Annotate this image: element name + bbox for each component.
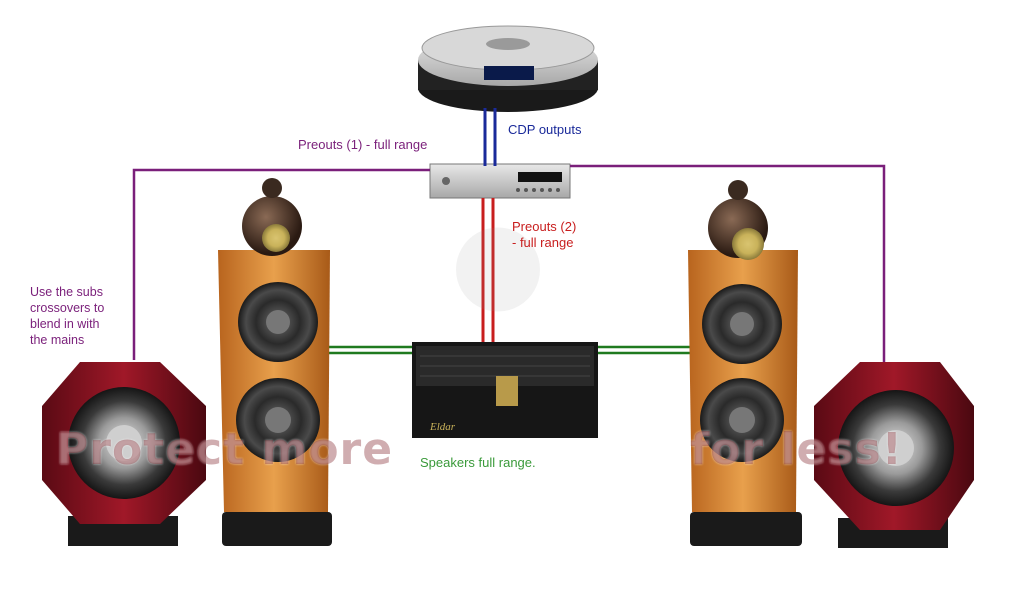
preouts-1-label: Preouts (1) - full range [298,137,428,152]
preout-2-cable [481,198,495,342]
cd-player [418,25,598,112]
left-main-speaker [218,178,332,546]
right-subwoofer [814,362,974,548]
cd-display [484,66,534,80]
preamp [429,163,571,199]
speaker-cable [328,345,690,355]
preout-1-cable [132,164,886,362]
cdp-cable [483,108,497,166]
left-subwoofer [42,362,206,546]
right-main-speaker [688,180,802,546]
speakers-full-range-label: Speakers full range. [420,455,536,470]
cdp-outputs-label: CDP outputs [508,122,582,137]
power-amp: Eldar [412,342,598,438]
preouts-2-label: Preouts (2) - full range [512,219,577,250]
subs-crossover-note: Use the subs crossovers to blend in with… [30,285,105,347]
amp-badge: Eldar [429,421,456,433]
